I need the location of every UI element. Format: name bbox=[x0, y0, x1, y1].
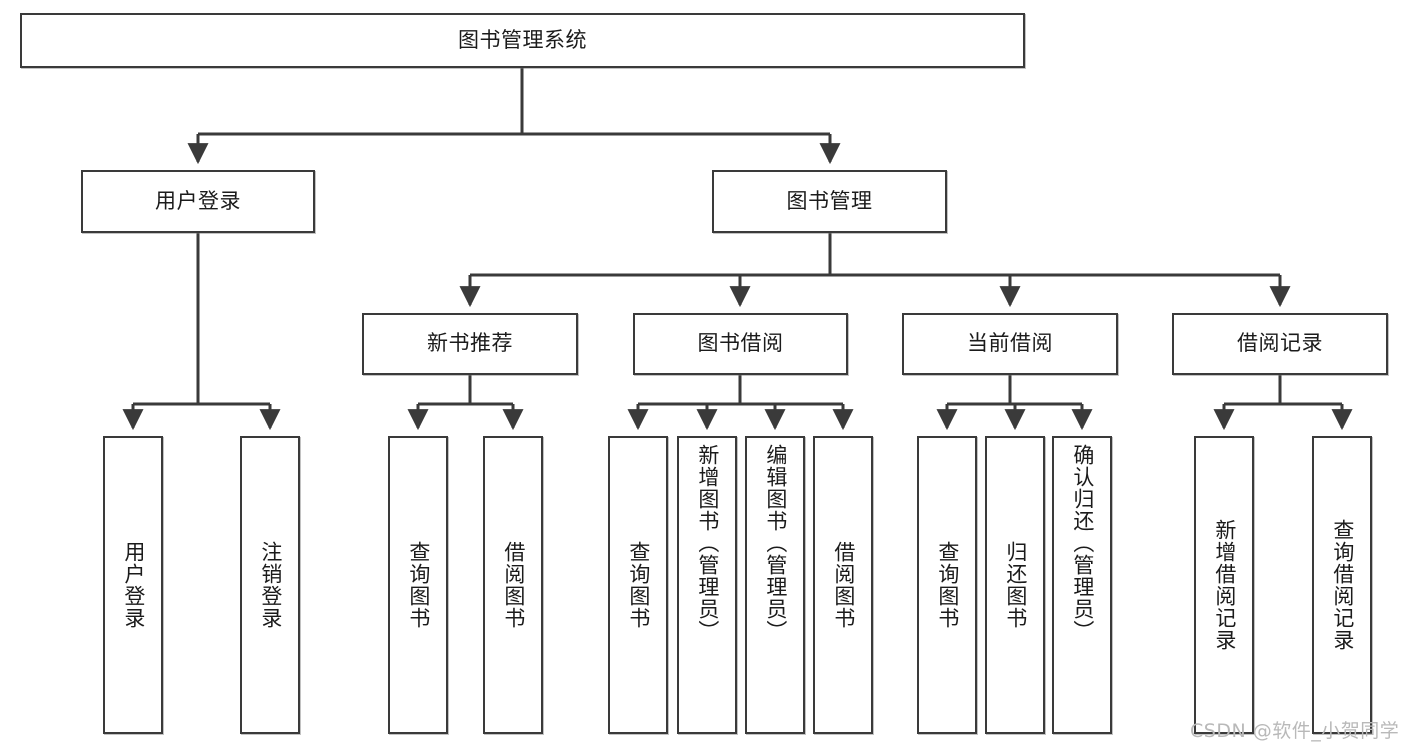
leaf-add-borrow-record[interactable]: 新增借阅记录 bbox=[1194, 436, 1254, 734]
node-root[interactable]: 图书管理系统 bbox=[20, 13, 1025, 68]
leaf-query-book-3[interactable]: 查询图书 bbox=[917, 436, 977, 734]
node-book-manage[interactable]: 图书管理 bbox=[712, 170, 947, 233]
leaf-query-book-2[interactable]: 查询图书 bbox=[608, 436, 668, 734]
leaf-add-book-admin[interactable]: 新增图书（管理员） bbox=[677, 436, 737, 734]
node-book-borrow[interactable]: 图书借阅 bbox=[633, 313, 848, 375]
node-new-book-recommend[interactable]: 新书推荐 bbox=[362, 313, 578, 375]
leaf-borrow-book-1-label: 借阅图书 bbox=[501, 541, 526, 629]
leaf-user-login-label: 用户登录 bbox=[121, 541, 146, 629]
leaf-query-book-1-label: 查询图书 bbox=[406, 541, 431, 629]
node-user-login-label: 用户登录 bbox=[155, 188, 241, 213]
leaf-query-borrow-record[interactable]: 查询借阅记录 bbox=[1312, 436, 1372, 734]
node-current-borrow[interactable]: 当前借阅 bbox=[902, 313, 1118, 375]
leaf-return-book-label: 归还图书 bbox=[1003, 541, 1028, 629]
leaf-query-book-1[interactable]: 查询图书 bbox=[388, 436, 448, 734]
node-borrow-record[interactable]: 借阅记录 bbox=[1172, 313, 1388, 375]
node-current-borrow-label: 当前借阅 bbox=[967, 331, 1053, 356]
node-book-manage-label: 图书管理 bbox=[786, 188, 873, 213]
leaf-user-logout[interactable]: 注销登录 bbox=[240, 436, 300, 734]
leaf-borrow-book-2[interactable]: 借阅图书 bbox=[813, 436, 873, 734]
leaf-query-borrow-record-label: 查询借阅记录 bbox=[1330, 519, 1355, 651]
leaf-user-logout-label: 注销登录 bbox=[258, 541, 283, 629]
csdn-watermark: CSDN @软件_小贺同学 bbox=[1190, 720, 1400, 742]
node-root-label: 图书管理系统 bbox=[458, 27, 587, 52]
node-borrow-record-label: 借阅记录 bbox=[1237, 331, 1323, 356]
leaf-confirm-return-admin-label: 确认归还（管理员） bbox=[1070, 444, 1095, 642]
leaf-borrow-book-1[interactable]: 借阅图书 bbox=[483, 436, 543, 734]
leaf-return-book[interactable]: 归还图书 bbox=[985, 436, 1045, 734]
node-new-book-recommend-label: 新书推荐 bbox=[427, 331, 513, 356]
leaf-user-login[interactable]: 用户登录 bbox=[103, 436, 163, 734]
leaf-edit-book-admin[interactable]: 编辑图书（管理员） bbox=[745, 436, 805, 734]
leaf-add-book-admin-label: 新增图书（管理员） bbox=[695, 444, 720, 642]
leaf-query-book-3-label: 查询图书 bbox=[935, 541, 960, 629]
leaf-add-borrow-record-label: 新增借阅记录 bbox=[1212, 519, 1237, 651]
leaf-edit-book-admin-label: 编辑图书（管理员） bbox=[763, 444, 788, 642]
node-book-borrow-label: 图书借阅 bbox=[697, 331, 784, 356]
leaf-borrow-book-2-label: 借阅图书 bbox=[831, 541, 856, 629]
node-user-login[interactable]: 用户登录 bbox=[81, 170, 315, 233]
leaf-confirm-return-admin[interactable]: 确认归还（管理员） bbox=[1052, 436, 1112, 734]
leaf-query-book-2-label: 查询图书 bbox=[626, 541, 651, 629]
